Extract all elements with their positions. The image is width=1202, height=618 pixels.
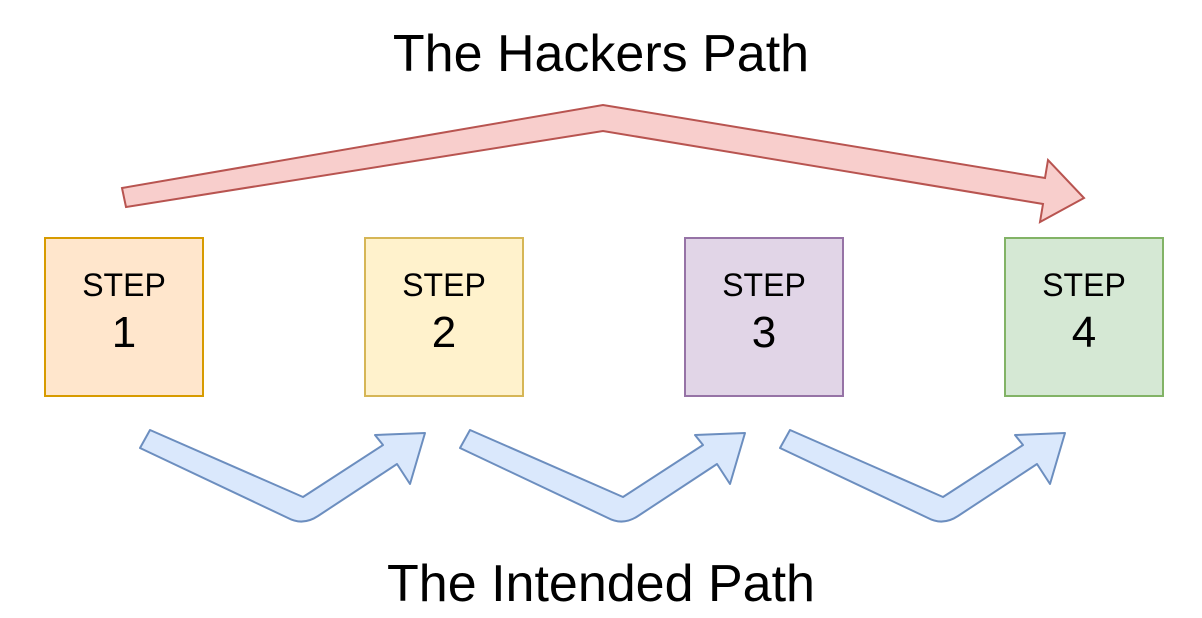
intended-arrow-2-to-3 — [459, 429, 746, 523]
hackers-path-title: The Hackers Path — [392, 25, 810, 83]
intended-arrow-1-to-2 — [139, 429, 426, 523]
step-3-label: STEP — [722, 267, 806, 303]
step-2-box: STEP 2 — [364, 237, 524, 397]
intended-path-title: The Intended Path — [387, 555, 815, 613]
step-1-number: 1 — [111, 308, 137, 357]
step-1-label: STEP — [82, 267, 166, 303]
step-3-number: 3 — [751, 308, 777, 357]
step-2-number: 2 — [431, 308, 457, 357]
intended-arrow-3-to-4 — [779, 429, 1066, 523]
step-2-label: STEP — [402, 267, 486, 303]
step-4-label: STEP — [1042, 267, 1126, 303]
hackers-path-arrow — [120, 103, 1086, 224]
step-3-box: STEP 3 — [684, 237, 844, 397]
step-4-number: 4 — [1071, 308, 1097, 357]
step-1-box: STEP 1 — [44, 237, 204, 397]
step-4-box: STEP 4 — [1004, 237, 1164, 397]
